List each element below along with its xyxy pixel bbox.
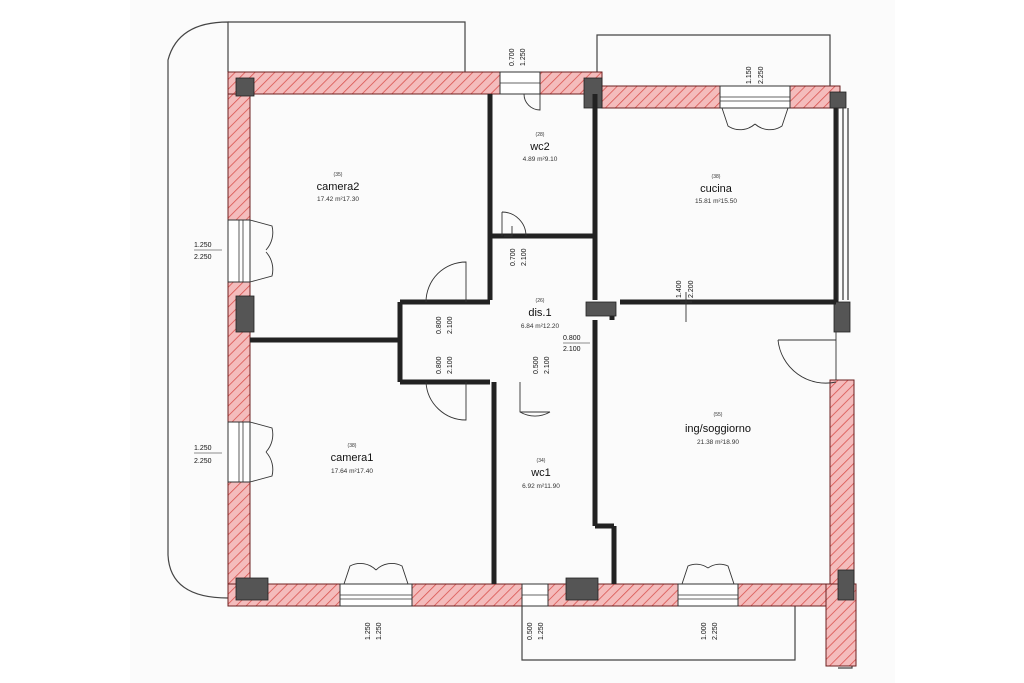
dim-dis-door-w: 0.800: [563, 335, 581, 342]
dim-wc1-window-h: 1.250: [538, 622, 545, 640]
dim-camera2-door-h: 2.100: [447, 316, 454, 334]
kitchen-balcony-outline: [596, 34, 831, 92]
room-name: camera1: [331, 452, 374, 464]
room-code: (38): [712, 174, 721, 180]
room-code: (26): [536, 298, 545, 304]
room-name: cucina: [700, 183, 733, 195]
room-soggiorno: (55) ing/soggiorno 21.38 m²18.90: [685, 412, 751, 446]
dim-camera2-door-w: 0.800: [436, 316, 443, 334]
dim-camera1-door-w: 0.800: [436, 356, 443, 374]
dim-wc2-door-h: 2.100: [521, 248, 528, 266]
room-area: 6.92 m²11.90: [522, 483, 560, 490]
bottom-balcony-outline: [521, 598, 796, 661]
room-code: (55): [714, 412, 723, 418]
room-name: dis.1: [528, 307, 551, 319]
dim-camera1-window-left-w: 1.250: [194, 445, 212, 452]
room-area: 15.81 m²15.50: [695, 198, 737, 205]
opening-labels: 0.700 1.250 1.150 2.250 1.250 2.250 0.70…: [194, 48, 765, 640]
room-name: wc1: [530, 467, 551, 479]
room-wc2: (28) wc2 4.89 m²9.10: [523, 132, 558, 163]
dim-camera1-window-left-h: 2.250: [194, 458, 212, 465]
kitchen-window-lines: [837, 108, 849, 300]
dim-wc2-window-h: 1.250: [520, 48, 527, 66]
room-code: (35): [334, 172, 343, 178]
dim-wc2-door-w: 0.700: [510, 248, 517, 266]
dim-wc1-window-w: 0.500: [527, 622, 534, 640]
room-dis1: (26) dis.1 6.84 m²12.20: [521, 298, 560, 330]
dim-camera2-window-w: 1.250: [194, 242, 212, 249]
dim-camera1-window-bottom-w: 1.250: [365, 622, 372, 640]
dim-soggiorno-window-h: 2.250: [712, 622, 719, 640]
room-area: 17.42 m²17.30: [317, 196, 359, 203]
dim-cucina-window-w: 1.150: [746, 66, 753, 84]
room-name: wc2: [529, 141, 550, 153]
room-area: 21.38 m²18.90: [697, 439, 739, 446]
room-camera1: (38) camera1 17.64 m²17.40: [331, 443, 374, 475]
dim-wc1-door-w: 0.500: [533, 356, 540, 374]
dim-cucina-window-h: 2.250: [758, 66, 765, 84]
room-area: 6.84 m²12.20: [521, 323, 560, 330]
room-wc1: (34) wc1 6.92 m²11.90: [522, 458, 560, 490]
terrace-top-outline: [228, 21, 466, 72]
dim-soggiorno-window-w: 1.000: [701, 622, 708, 640]
room-cucina: (38) cucina 15.81 m²15.50: [695, 174, 737, 205]
window-mullions: [238, 82, 790, 600]
columns: [235, 77, 855, 601]
dim-wc2-window-w: 0.700: [509, 48, 516, 66]
room-code: (28): [536, 132, 545, 138]
dim-camera1-window-bottom-h: 1.250: [376, 622, 383, 640]
room-name: camera2: [317, 181, 360, 193]
dim-cucina-door-w: 1.400: [676, 280, 683, 298]
room-name: ing/soggiorno: [685, 423, 751, 435]
interior-walls: [250, 94, 839, 584]
dim-dis-door-h: 2.100: [563, 346, 581, 353]
terrace-outline: [167, 21, 229, 599]
dim-camera1-door-h: 2.100: [447, 356, 454, 374]
dim-wc1-door-h: 2.100: [544, 356, 551, 374]
room-code: (34): [537, 458, 546, 464]
door-swings: [249, 93, 837, 585]
dim-camera2-window-h: 2.250: [194, 254, 212, 261]
room-area: 4.89 m²9.10: [523, 156, 558, 163]
room-camera2: (35) camera2 17.42 m²17.30: [317, 172, 360, 203]
room-code: (38): [348, 443, 357, 449]
dim-cucina-door-h: 2.200: [688, 280, 695, 298]
room-area: 17.64 m²17.40: [331, 468, 373, 475]
